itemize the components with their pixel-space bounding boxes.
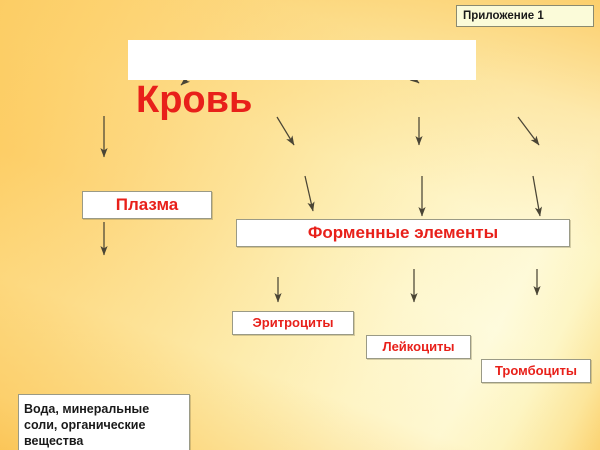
node-plasma-composition-label: Вода, минеральные соли, органические вещ… <box>24 402 150 448</box>
title-background-band <box>128 40 476 80</box>
node-formed-elements: Форменные элементы <box>236 219 570 247</box>
node-formed-elements-label: Форменные элементы <box>307 223 499 242</box>
appendix-label-box: Приложение 1 <box>456 5 594 27</box>
node-leukocytes-label: Лейкоциты <box>382 339 455 354</box>
appendix-label-text: Приложение 1 <box>463 10 544 22</box>
node-plasma-composition: Вода, минеральные соли, органические вещ… <box>18 394 190 450</box>
connector-formed-to-thrombocytes <box>517 116 540 146</box>
node-thrombocytes: Тромбоциты <box>481 359 591 383</box>
connector-erythrocytes-to-desc <box>304 175 315 212</box>
node-erythrocytes-label: Эритроциты <box>252 315 334 330</box>
node-plasma-label: Плазма <box>115 195 179 214</box>
connector-thrombocytes-to-desc <box>532 175 543 217</box>
node-erythrocytes: Эритроциты <box>232 311 354 335</box>
node-thrombocytes-label: Тромбоциты <box>494 363 578 378</box>
node-plasma: Плазма <box>82 191 212 219</box>
page-title: Кровь <box>136 79 253 121</box>
node-leukocytes: Лейкоциты <box>366 335 471 359</box>
